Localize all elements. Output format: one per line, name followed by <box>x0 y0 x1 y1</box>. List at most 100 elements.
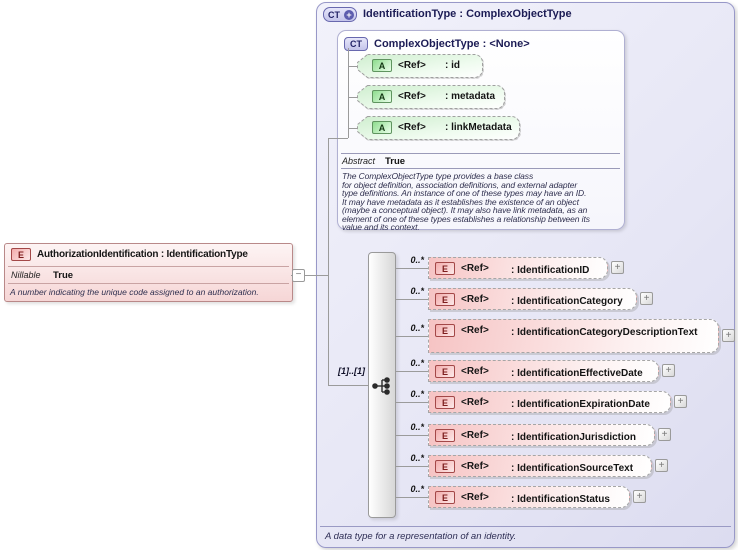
connector-line <box>396 268 428 269</box>
attribute-name: : metadata <box>445 91 496 102</box>
element-badge: E <box>435 262 455 275</box>
separator <box>341 153 620 154</box>
connector-line <box>396 402 428 403</box>
element-name: : IdentificationID <box>511 265 590 276</box>
expand-button[interactable]: + <box>658 428 671 441</box>
element-cardinality: 0..* <box>410 484 424 494</box>
element-badge: E <box>435 293 455 306</box>
connector-line <box>396 299 428 300</box>
element-name: : IdentificationCategory <box>511 296 623 307</box>
sequence-icon <box>372 377 390 395</box>
expand-button[interactable]: + <box>640 292 653 305</box>
expand-button[interactable]: + <box>674 395 687 408</box>
separator <box>341 168 620 169</box>
element-ref: <Ref> <box>461 294 489 305</box>
element-cardinality: 0..* <box>410 358 424 368</box>
base-type-description: The ComplexObjectType type provides a ba… <box>342 171 590 232</box>
element-name: : IdentificationCategoryDescriptionText <box>511 327 698 338</box>
element-cardinality: 0..* <box>410 453 424 463</box>
attribute-name: : linkMetadata <box>445 122 512 133</box>
complex-type-global-badge: CT + <box>323 7 357 22</box>
attribute-ref: <Ref> <box>398 122 426 133</box>
element-name: : IdentificationJurisdiction <box>511 432 637 443</box>
element-row[interactable]: E<Ref>: IdentificationEffectiveDate <box>428 360 659 382</box>
collapse-button[interactable]: − <box>292 269 305 282</box>
panel-title: IdentificationType : ComplexObjectType <box>363 8 572 20</box>
element-name: : IdentificationExpirationDate <box>511 399 650 410</box>
expand-button[interactable]: + <box>662 364 675 377</box>
connector-line <box>291 275 328 276</box>
element-cardinality: 0..* <box>410 389 424 399</box>
element-cardinality: 0..* <box>410 255 424 265</box>
separator <box>8 266 289 267</box>
element-badge: E <box>435 324 455 337</box>
expand-button[interactable]: + <box>655 459 668 472</box>
element-ref: <Ref> <box>461 492 489 503</box>
element-badge: E <box>435 491 455 504</box>
ct-badge-label: CT <box>328 10 340 20</box>
element-description: A number indicating the unique code assi… <box>10 287 259 297</box>
attribute-badge: A <box>372 90 392 103</box>
attribute-1[interactable]: A <Ref> : metadata <box>357 85 505 109</box>
plus-circle-icon: + <box>344 10 354 20</box>
element-row[interactable]: E <Ref> : IdentificationExpirationDate <box>428 391 671 413</box>
nillable-value: True <box>53 270 74 281</box>
element-row[interactable]: E <Ref> : IdentificationSourceText <box>428 455 652 477</box>
attribute-ref: <Ref> <box>398 60 426 71</box>
connector-line <box>348 48 349 138</box>
element-ref: <Ref> <box>461 430 489 441</box>
attribute-badge: A <box>372 121 392 134</box>
element-cardinality: 0..* <box>410 323 424 333</box>
element-ref: <Ref> <box>461 397 489 408</box>
separator <box>8 283 289 284</box>
connector-line <box>328 138 348 139</box>
attribute-ref: <Ref> <box>398 91 426 102</box>
element-ref: <Ref> <box>461 325 489 336</box>
attribute-2[interactable]: A <Ref> : linkMetadata <box>357 116 520 140</box>
element-cardinality: 0..* <box>410 286 424 296</box>
element-badge: E <box>435 429 455 442</box>
attribute-name: : id <box>445 60 460 71</box>
connector-line <box>348 128 357 129</box>
connector-line <box>396 336 428 337</box>
connector-line <box>328 138 329 386</box>
expand-button[interactable]: + <box>633 490 646 503</box>
connector-line <box>396 371 428 372</box>
abstract-label: Abstract <box>342 156 376 166</box>
connector-line <box>396 497 428 498</box>
element-ref: <Ref> <box>461 366 489 377</box>
element-name: : IdentificationStatus <box>511 494 610 505</box>
connector-line <box>396 435 428 436</box>
element-ref: <Ref> <box>461 263 489 274</box>
element-title: AuthorizationIdentification : Identifica… <box>37 249 248 260</box>
element-row[interactable]: E <Ref> : IdentificationJurisdiction <box>428 424 655 446</box>
separator <box>320 526 731 527</box>
element-row[interactable]: E <Ref> : IdentificationID <box>428 257 608 279</box>
sequence-cardinality: [1]..[1] <box>338 366 365 376</box>
connector-line <box>328 385 368 386</box>
connector-line <box>348 97 357 98</box>
element-badge: E <box>435 365 455 378</box>
nillable-label: Nillable <box>11 270 41 280</box>
element-row[interactable]: E <Ref> : IdentificationCategoryDescriptio… <box>428 319 719 353</box>
panel-caption: A data type for a representation of an i… <box>325 531 517 542</box>
element-cardinality: 0..* <box>410 422 424 432</box>
ct-badge: CT <box>344 37 368 51</box>
element-authorization-identification[interactable]: E AuthorizationIdentification : Identifi… <box>4 243 293 302</box>
connector-line <box>348 66 357 67</box>
element-ref: <Ref> <box>461 461 489 472</box>
element-badge: E <box>435 396 455 409</box>
expand-button[interactable]: + <box>722 329 735 342</box>
base-type-title: ComplexObjectType : <None> <box>374 38 530 50</box>
expand-button[interactable]: + <box>611 261 624 274</box>
connector-line <box>396 466 428 467</box>
attribute-badge: A <box>372 59 392 72</box>
element-row[interactable]: E <Ref> : IdentificationCategory <box>428 288 637 310</box>
element-name: : IdentificationSourceText <box>511 463 634 474</box>
attribute-0[interactable]: A <Ref> : id <box>357 54 483 78</box>
element-badge: E <box>11 248 31 261</box>
element-badge: E <box>435 460 455 473</box>
element-row[interactable]: E <Ref> : IdentificationStatus <box>428 486 630 508</box>
abstract-value: True <box>385 156 406 167</box>
